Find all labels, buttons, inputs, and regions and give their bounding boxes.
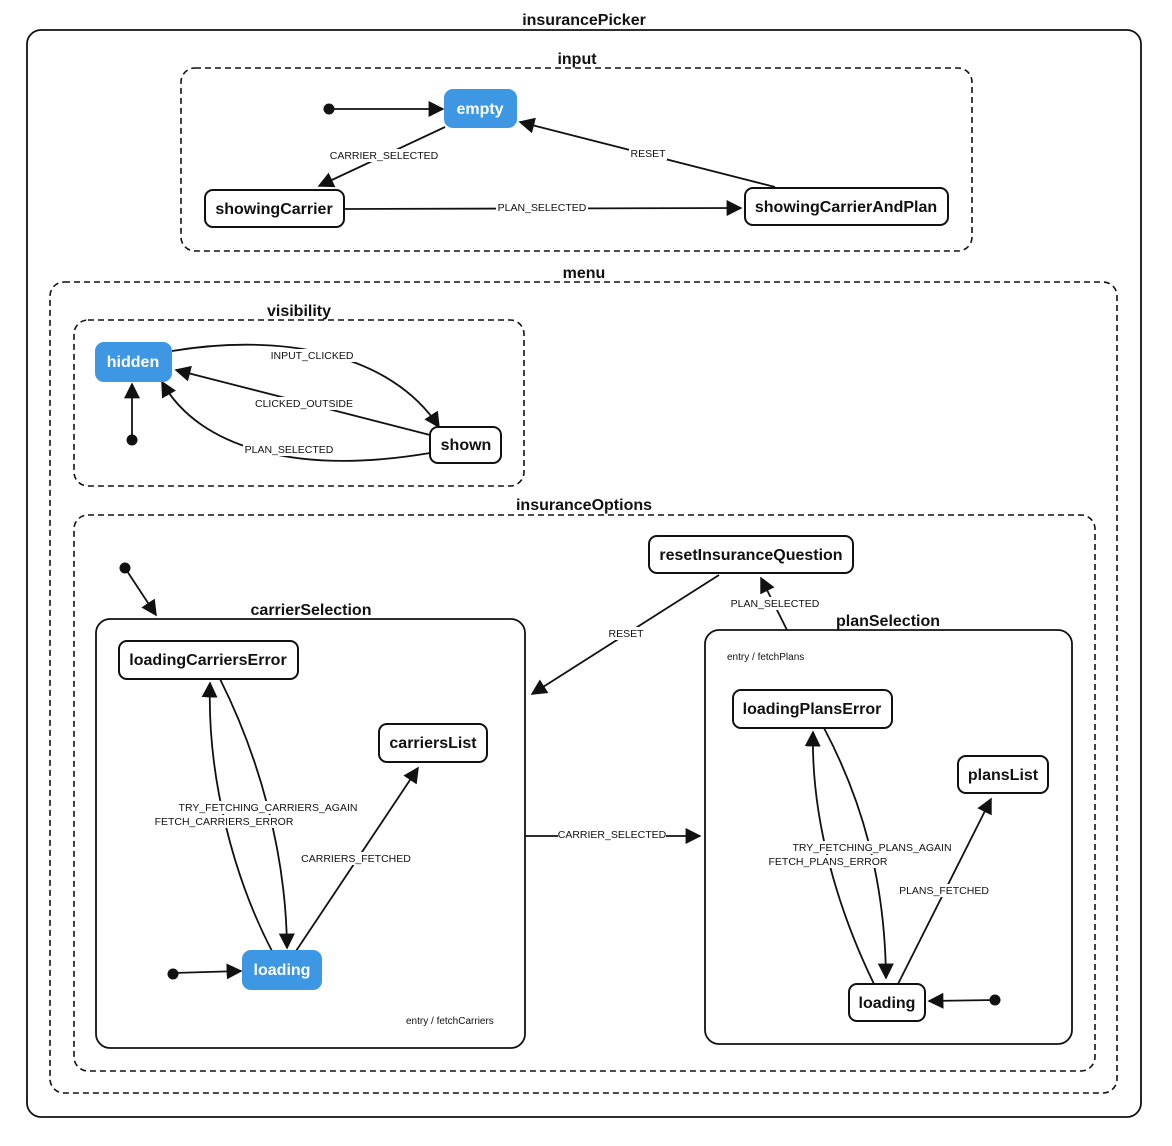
svg-text:showingCarrierAndPlan: showingCarrierAndPlan [755, 199, 937, 216]
svg-text:carriersList: carriersList [389, 735, 477, 752]
svg-text:PLAN_SELECTED: PLAN_SELECTED [245, 444, 334, 456]
svg-text:FETCH_CARRIERS_ERROR: FETCH_CARRIERS_ERROR [155, 816, 294, 828]
svg-text:PLAN_SELECTED: PLAN_SELECTED [498, 202, 587, 214]
initial-edge-plan-loading [927, 992, 996, 1009]
svg-text:TRY_FETCHING_CARRIERS_AGAIN: TRY_FETCHING_CARRIERS_AGAIN [179, 802, 358, 814]
initial-marker-carrier-selection [167, 968, 179, 980]
edge-label-plan-selected-input: PLAN_SELECTED [496, 201, 588, 214]
note-entry-fetch-plans: entry / fetchPlans [727, 652, 804, 663]
carrier-selection-container: carrierSelection [95, 602, 526, 1049]
menu-region: menu [49, 265, 1118, 1094]
edge-label-try-fetching-carriers-again: TRY_FETCHING_CARRIERS_AGAIN [179, 801, 358, 814]
insurance-picker-container: insurancePicker [26, 12, 1142, 1118]
svg-text:empty: empty [456, 101, 503, 118]
edge-label-plans-fetched: PLANS_FETCHED [897, 884, 991, 897]
svg-text:loading: loading [859, 995, 916, 1012]
initial-marker-plan-selection [989, 994, 1001, 1006]
svg-text:INPUT_CLICKED: INPUT_CLICKED [271, 350, 354, 362]
initial-marker-insurance-options [119, 562, 131, 574]
state-plan-loading[interactable]: loading [848, 983, 926, 1022]
svg-text:shown: shown [441, 437, 492, 454]
input-region: input [180, 51, 973, 252]
edge-label-plan-selected-visibility: PLAN_SELECTED [243, 443, 335, 456]
menu-region-title: menu [563, 265, 606, 282]
state-carriers-list[interactable]: carriersList [378, 723, 488, 763]
state-carrier-loading[interactable]: loading [242, 950, 322, 990]
edge-label-reset-options: RESET [607, 627, 645, 640]
state-showing-carrier-and-plan[interactable]: showingCarrierAndPlan [744, 187, 949, 226]
svg-text:loadingPlansError: loadingPlansError [743, 701, 882, 718]
insurance-options-region-title: insuranceOptions [516, 497, 652, 514]
edge-label-carrier-selected-options: CARRIER_SELECTED [558, 828, 667, 841]
svg-text:RESET: RESET [630, 148, 666, 160]
svg-text:CLICKED_OUTSIDE: CLICKED_OUTSIDE [255, 398, 353, 410]
svg-text:CARRIERS_FETCHED: CARRIERS_FETCHED [301, 853, 411, 865]
initial-marker-input [323, 103, 335, 115]
svg-text:resetInsuranceQuestion: resetInsuranceQuestion [659, 547, 842, 564]
note-entry-fetch-carriers: entry / fetchCarriers [406, 1016, 494, 1027]
state-reset-insurance-question[interactable]: resetInsuranceQuestion [648, 535, 854, 574]
state-loading-carriers-error[interactable]: loadingCarriersError [118, 640, 299, 680]
plan-selection-title: planSelection [836, 613, 940, 630]
initial-edge-carrier-loading [172, 963, 243, 980]
edge-label-fetch-carriers-error: FETCH_CARRIERS_ERROR [155, 815, 294, 828]
svg-text:CARRIER_SELECTED: CARRIER_SELECTED [330, 150, 439, 162]
svg-text:PLAN_SELECTED: PLAN_SELECTED [731, 598, 820, 610]
svg-text:plansList: plansList [968, 767, 1039, 784]
svg-text:CARRIER_SELECTED: CARRIER_SELECTED [558, 829, 667, 841]
initial-edge-carrier-selection [124, 567, 157, 617]
insurance-picker-title: insurancePicker [522, 12, 646, 29]
edge-label-clicked-outside: CLICKED_OUTSIDE [252, 397, 356, 410]
edge-label-carrier-selected-input: CARRIER_SELECTED [330, 149, 439, 162]
svg-text:TRY_FETCHING_PLANS_AGAIN: TRY_FETCHING_PLANS_AGAIN [792, 842, 951, 854]
edge-label-try-fetching-plans-again: TRY_FETCHING_PLANS_AGAIN [792, 841, 952, 854]
edge-label-fetch-plans-error: FETCH_PLANS_ERROR [767, 855, 889, 868]
svg-text:RESET: RESET [608, 628, 644, 640]
plan-selection-container: planSelection [704, 613, 1073, 1045]
carrier-selection-title: carrierSelection [251, 602, 372, 619]
edge-label-input-clicked: INPUT_CLICKED [268, 349, 356, 362]
svg-text:hidden: hidden [107, 354, 159, 371]
state-shown[interactable]: shown [429, 426, 502, 464]
svg-text:FETCH_PLANS_ERROR: FETCH_PLANS_ERROR [768, 856, 887, 868]
state-plans-list[interactable]: plansList [957, 755, 1049, 794]
edge-label-carriers-fetched: CARRIERS_FETCHED [301, 852, 411, 865]
state-empty[interactable]: empty [444, 89, 517, 128]
visibility-region: visibility [73, 303, 525, 487]
initial-marker-visibility [126, 434, 138, 446]
svg-text:PLANS_FETCHED: PLANS_FETCHED [899, 885, 989, 897]
state-hidden[interactable]: hidden [95, 342, 172, 382]
svg-text:loadingCarriersError: loadingCarriersError [129, 652, 286, 669]
svg-text:showingCarrier: showingCarrier [215, 201, 332, 218]
state-loading-plans-error[interactable]: loadingPlansError [732, 689, 893, 729]
input-region-title: input [557, 51, 597, 68]
edge-label-reset-input: RESET [629, 147, 667, 160]
svg-text:loading: loading [254, 962, 311, 979]
visibility-region-title: visibility [267, 303, 331, 320]
edge-label-plan-selected-options: PLAN_SELECTED [729, 597, 821, 610]
state-showing-carrier[interactable]: showingCarrier [204, 189, 345, 228]
insurance-options-region: insuranceOptions [73, 497, 1096, 1072]
